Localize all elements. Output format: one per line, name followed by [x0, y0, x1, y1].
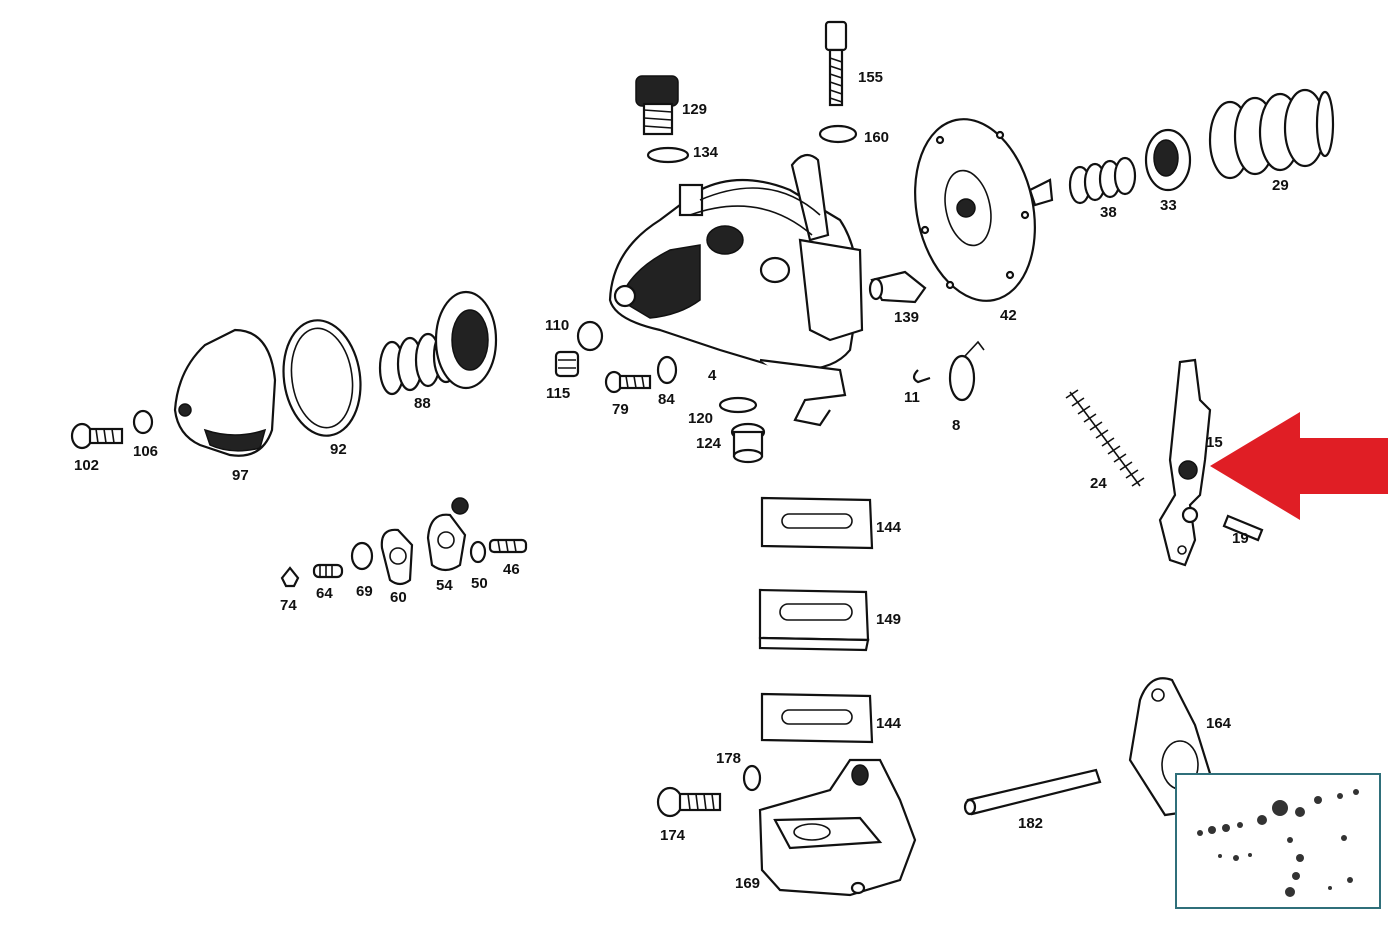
part-38-spring	[1068, 156, 1137, 205]
label-129: 129	[682, 101, 707, 118]
part-92-gasket-ring	[282, 319, 362, 437]
label-120: 120	[688, 410, 713, 427]
label-64: 64	[316, 585, 333, 602]
part-102-bolt	[70, 422, 124, 450]
label-8: 8	[952, 417, 960, 434]
label-115: 115	[546, 385, 570, 402]
label-50: 50	[471, 575, 488, 592]
part-29-spring	[1208, 88, 1335, 180]
part-134-washer	[646, 146, 690, 164]
highlight-arrow	[1210, 412, 1388, 520]
label-38: 38	[1100, 204, 1117, 221]
label-4: 4	[708, 367, 717, 384]
part-69-washer	[350, 541, 374, 571]
part-160-washer	[818, 124, 858, 144]
label-92: 92	[330, 441, 347, 458]
label-69: 69	[356, 583, 373, 600]
part-24-spring	[1065, 389, 1145, 487]
part-4-pump-body	[608, 153, 864, 427]
label-169: 169	[735, 875, 760, 892]
part-50-washer	[469, 540, 487, 564]
label-74: 74	[280, 597, 297, 614]
label-11: 11	[904, 389, 920, 406]
label-139: 139	[894, 309, 919, 326]
part-88-spring-diaphragm	[378, 290, 498, 396]
label-164: 164	[1206, 715, 1232, 732]
part-8-spring-clip	[948, 340, 985, 402]
label-182: 182	[1018, 815, 1043, 832]
label-174: 174	[660, 827, 686, 844]
label-155: 155	[858, 69, 883, 86]
label-15: 15	[1206, 434, 1223, 451]
label-42: 42	[1000, 307, 1017, 324]
overview-thumbnail	[1175, 773, 1381, 909]
part-110-washer	[576, 320, 604, 352]
label-88: 88	[414, 395, 431, 412]
part-144-gasket-bottom	[760, 692, 874, 744]
part-84-washer	[656, 355, 678, 385]
label-84: 84	[658, 391, 675, 408]
part-79-screw	[604, 370, 652, 394]
part-129-fitting	[635, 75, 679, 136]
part-169-flange	[758, 758, 917, 897]
part-106-washer	[132, 409, 154, 435]
part-120-washer	[718, 396, 758, 414]
label-102: 102	[74, 457, 99, 474]
part-139-plug	[868, 270, 927, 304]
label-79: 79	[612, 401, 629, 418]
label-19: 19	[1232, 530, 1249, 547]
part-42-diaphragm	[914, 118, 1054, 302]
label-33: 33	[1160, 197, 1177, 214]
part-149-spacer	[758, 588, 870, 652]
part-46-screw	[488, 538, 528, 554]
part-11-clip	[912, 369, 931, 384]
part-97-cover	[173, 328, 277, 457]
label-24: 24	[1090, 475, 1107, 492]
part-178-washer	[742, 764, 762, 792]
part-64-spring	[312, 563, 344, 579]
label-97: 97	[232, 467, 249, 484]
part-182-rod	[963, 768, 1102, 816]
part-155-bolt	[824, 20, 848, 107]
label-29: 29	[1272, 177, 1289, 194]
part-54-valve-plate	[426, 497, 469, 572]
label-144b: 144	[876, 715, 902, 732]
part-15-lever	[1158, 358, 1212, 567]
label-60: 60	[390, 589, 407, 606]
label-178: 178	[716, 750, 741, 767]
label-149: 149	[876, 611, 901, 628]
label-134: 134	[693, 144, 719, 161]
label-160: 160	[864, 129, 889, 146]
part-19-pin	[1222, 514, 1264, 542]
label-144a: 144	[876, 519, 902, 536]
label-124: 124	[696, 435, 722, 452]
label-54: 54	[436, 577, 453, 594]
part-115-plug	[554, 350, 580, 378]
label-46: 46	[503, 561, 520, 578]
part-124-plug	[730, 422, 766, 464]
label-106: 106	[133, 443, 158, 460]
part-74-nut	[280, 566, 300, 588]
part-33-cup	[1144, 128, 1192, 192]
part-174-bolt	[656, 786, 722, 818]
part-60-gasket	[380, 528, 414, 586]
label-110: 110	[545, 317, 569, 334]
part-144-gasket-top	[760, 496, 874, 550]
